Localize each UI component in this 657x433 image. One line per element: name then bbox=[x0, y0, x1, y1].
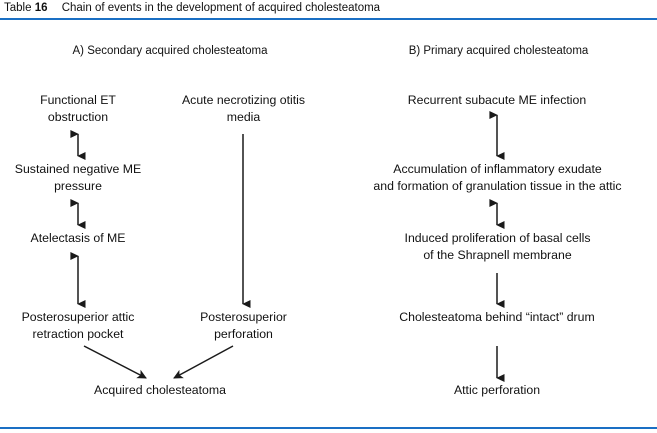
caption-number: 16 bbox=[34, 2, 48, 14]
caption-label: Table bbox=[4, 2, 32, 14]
table-caption: Table 16 Chain of events in the developm… bbox=[4, 1, 380, 15]
column-heading-a: A) Secondary acquired cholesteatoma bbox=[72, 45, 268, 57]
caption-description: Chain of events in the development of ac… bbox=[61, 2, 381, 14]
arrow-a4-c1 bbox=[83, 345, 147, 379]
flowchart-diagram: A) Secondary acquired cholesteatoma B) P… bbox=[0, 21, 657, 427]
node-atelectasis-of-me: Atelectasis of ME bbox=[30, 231, 126, 245]
arrow-b2-c1 bbox=[173, 345, 234, 379]
top-divider-rule bbox=[0, 18, 657, 21]
node-acquired-cholesteatoma: Acquired cholesteatoma bbox=[94, 383, 226, 397]
node-recurrent-subacute-me-infection: Recurrent subacute ME infection bbox=[407, 93, 587, 107]
node-attic-perforation: Attic perforation bbox=[453, 383, 541, 397]
bottom-divider-rule bbox=[0, 427, 657, 430]
node-cholesteatoma-behind-intact-drum: Cholesteatoma behind “intact” drum bbox=[399, 310, 595, 324]
column-heading-b: B) Primary acquired cholesteatoma bbox=[408, 45, 589, 57]
arrow-layer bbox=[70, 110, 505, 382]
